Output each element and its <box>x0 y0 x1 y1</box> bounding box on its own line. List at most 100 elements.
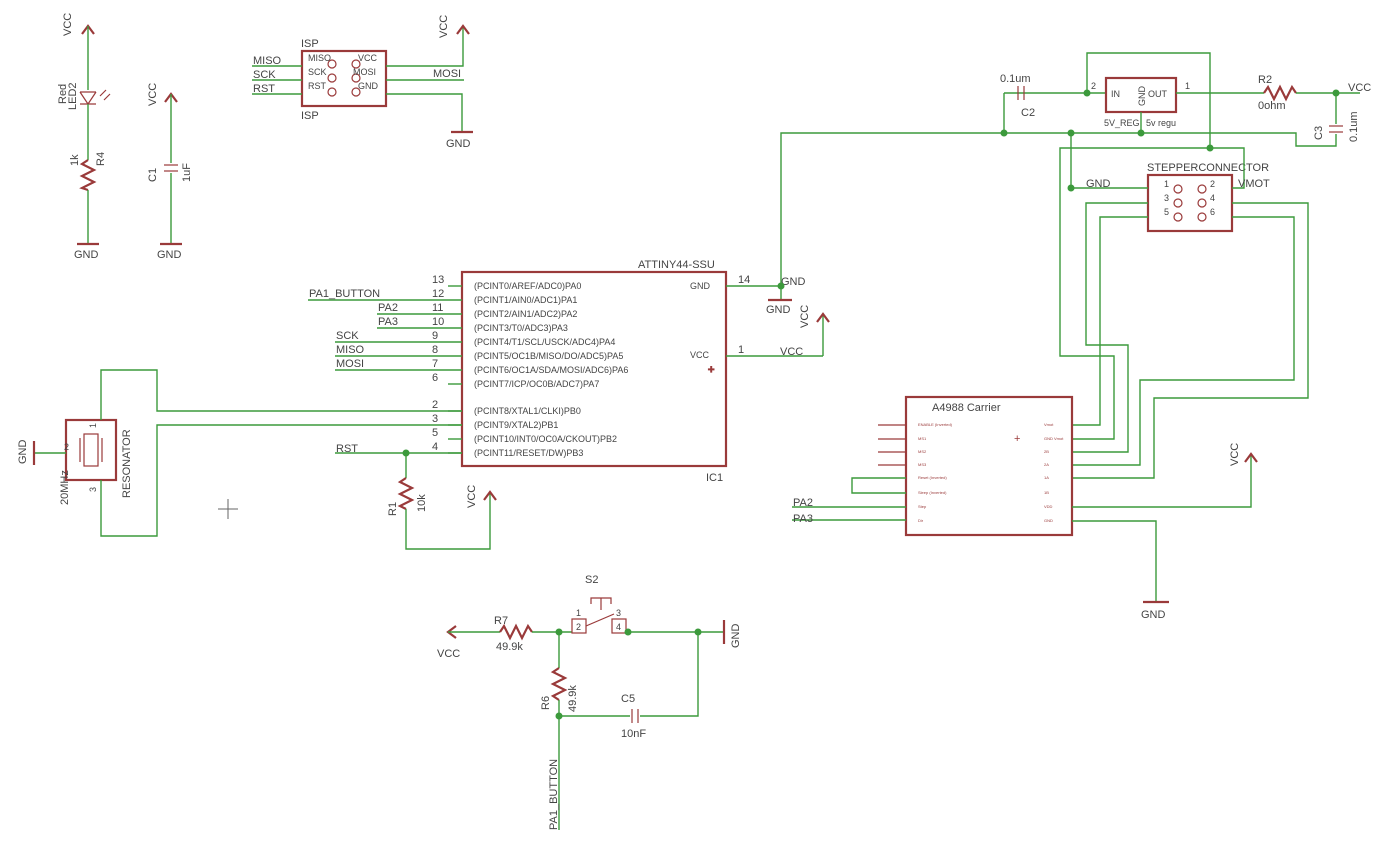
c5-value-label: 10nF <box>621 728 646 740</box>
c1-value-label: 1uF <box>181 163 193 182</box>
reg-in-label: IN <box>1111 89 1120 99</box>
ic1-pin-14-label: GND <box>690 281 711 291</box>
a4988-right-pin-label: 2A <box>1044 462 1049 467</box>
ic1-pin-label: (PCINT0/AREF/ADC0)PA0 <box>474 281 581 291</box>
cursor-crosshair-icon <box>218 499 238 519</box>
isp-net-rst: RST <box>253 83 275 95</box>
ic1-gnd-label: GND <box>766 304 791 316</box>
ic1-pin-num: 6 <box>432 372 438 384</box>
ic1-origin-mark: + <box>708 364 714 376</box>
c3-value-label: 0.1um <box>1348 111 1360 142</box>
button-circuit: VCC R7 49.9k S2 1 2 3 4 GND R6 49.9k C5 … <box>437 574 742 830</box>
r4-name-label: R4 <box>95 152 107 166</box>
r1-vcc-label: VCC <box>466 485 478 508</box>
reset-pullup: RST R1 10k VCC <box>335 443 497 550</box>
a4988-right-pin-label: 1A <box>1044 475 1049 480</box>
ic1-part-label: ATTINY44-SSU <box>638 259 715 271</box>
ic1-pin-label: (PCINT9/XTAL2)PB1 <box>474 420 558 430</box>
c1-branch: VCC C1 1uF GND <box>147 83 193 261</box>
isp-name-bottom: ISP <box>301 110 319 122</box>
ic1-net-label: MISO <box>336 344 365 356</box>
ic1-pin-label: (PCINT5/OC1B/MISO/DO/ADC5)PA5 <box>474 351 623 361</box>
a4988-gnd-label: GND <box>1141 609 1166 621</box>
reg-pin-in: 2 <box>1091 81 1096 91</box>
ic1-vcc-label: VCC <box>799 305 811 328</box>
ic1-pin-label: (PCINT3/T0/ADC3)PA3 <box>474 323 568 333</box>
a4988-right-pin-label: GND Vmot <box>1044 436 1064 441</box>
c1-vcc-label: VCC <box>147 83 159 106</box>
stepper-pin-3: 3 <box>1164 193 1169 203</box>
isp-vcc-label: VCC <box>438 15 450 38</box>
ic1-pin-label: (PCINT2/AIN1/ADC2)PA2 <box>474 309 577 319</box>
stepper-pin-1: 1 <box>1164 179 1169 189</box>
r6-value-label: 49.9k <box>567 685 579 712</box>
resonator-pin-3: 3 <box>88 487 98 492</box>
r6-name-label: R6 <box>540 696 552 710</box>
ic1-pin-label: (PCINT11/RESET/DW)PB3 <box>474 448 583 458</box>
c1-gnd-label: GND <box>157 249 182 261</box>
stepper-vmot-label: VMOT <box>1238 178 1270 190</box>
ic1-pin-num: 8 <box>432 344 438 356</box>
ic1-gnd-net: GND <box>781 276 806 288</box>
stepper-name-label: STEPPERCONNECTOR <box>1147 162 1269 174</box>
a4988-vcc-label: VCC <box>1229 443 1241 466</box>
a4988-left-pin-label: MS2 <box>918 449 927 454</box>
ic1-pin-label: (PCINT8/XTAL1/CLKI)PB0 <box>474 406 581 416</box>
button-gnd-label: GND <box>730 624 742 649</box>
resonator-pin-2: 2 <box>64 442 69 452</box>
ic1-net-label: PA2 <box>378 302 398 314</box>
ic1-net-label: MOSI <box>336 358 364 370</box>
a4988-net-pa2: PA2 <box>793 497 813 509</box>
led-branch: VCC Red LED2 1k R4 GND <box>57 13 111 261</box>
r1-value-label: 10k <box>416 494 428 512</box>
a4988-left-pin-label: MS3 <box>918 462 927 467</box>
s2-pin-4: 4 <box>616 622 621 632</box>
ic1-pin-num: 7 <box>432 358 438 370</box>
isp-pin-rst: RST <box>308 81 327 91</box>
resonator-value: 20MHz <box>59 470 71 505</box>
ic1-pin-label: (PCINT10/INT0/OC0A/CKOUT)PB2 <box>474 434 617 444</box>
c2-value-label: 0.1um <box>1000 73 1031 85</box>
c5-name-label: C5 <box>621 693 635 705</box>
resonator: 1 2 3 20MHz RESONATOR GND <box>17 369 462 537</box>
ic1-net-label: PA3 <box>378 316 398 328</box>
r4-value-label: 1k <box>69 154 81 166</box>
a4988-left-pin-label: Reset (Inverted) <box>918 475 947 480</box>
isp-pin-mosi: MOSI <box>353 67 376 77</box>
s2-pin-3: 3 <box>616 608 621 618</box>
a4988-net-pa3: PA3 <box>793 513 813 525</box>
isp-net-mosi: MOSI <box>433 68 461 80</box>
led-gnd-label: GND <box>74 249 99 261</box>
isp-pin-sck: SCK <box>308 67 327 77</box>
a4988-left-pin-label: Step <box>918 504 927 509</box>
c2-name-label: C2 <box>1021 107 1035 119</box>
ic1-attiny44: ATTINY44-SSU IC1 + 13(PCINT0/AREF/ADC0)P… <box>308 259 830 484</box>
a4988-left-pin-label: Sleep (Inverted) <box>918 490 947 495</box>
button-net-label: PA1_BUTTON <box>548 759 560 830</box>
led-color-label: Red <box>57 84 69 104</box>
ic1-pin-num: 3 <box>432 413 438 425</box>
resonator-name: RESONATOR <box>121 429 133 498</box>
a4988-name-label: A4988 Carrier <box>932 402 1001 414</box>
reg-gnd-label: GND <box>1137 86 1147 107</box>
r7-name-label: R7 <box>494 615 508 627</box>
reg-name-label: 5V_REG <box>1104 118 1140 128</box>
regulator-section: 0.1um C2 IN OUT GND 2 1 5V_REG 5v regu R… <box>777 52 1371 290</box>
a4988-right-pin-label: 1B <box>1044 490 1049 495</box>
stepper-gnd-label: GND <box>1086 178 1111 190</box>
a4988-left-pin-label: Dir <box>918 518 924 523</box>
isp-gnd-label: GND <box>446 138 471 150</box>
s2-name-label: S2 <box>585 574 598 586</box>
led-name-label: LED2 <box>67 82 79 110</box>
a4988-right-pin-label: VDD <box>1044 504 1053 509</box>
a4988-origin-mark: + <box>1014 433 1020 445</box>
ic1-net-label: PA1_BUTTON <box>309 288 380 300</box>
ic1-pin-label: (PCINT6/OC1A/SDA/MOSI/ADC6)PA6 <box>474 365 628 375</box>
reg-out-label: OUT <box>1148 89 1168 99</box>
ic1-pin-num: 2 <box>432 399 438 411</box>
ic1-pin-num: 11 <box>432 302 443 314</box>
isp-pin-vcc: VCC <box>358 53 378 63</box>
s2-pin-2: 2 <box>576 622 581 632</box>
